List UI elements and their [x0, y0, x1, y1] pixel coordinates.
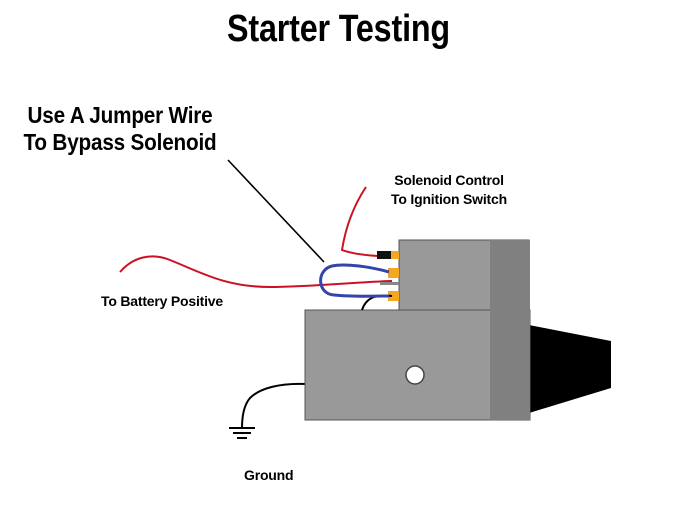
- solenoid-body-shadow: [490, 240, 530, 315]
- jumper-pointer-line: [227, 159, 325, 263]
- solenoid-control-connector: [377, 251, 391, 259]
- solenoid-label-line-1: Solenoid Control: [394, 172, 504, 188]
- jumper-wire-label: Use A Jumper Wire To Bypass Solenoid: [12, 102, 228, 156]
- ground-label: Ground: [244, 467, 294, 483]
- diagram-title: Starter Testing: [226, 8, 450, 50]
- solenoid-label-line-2: To Ignition Switch: [391, 191, 507, 207]
- jumper-label-line-1: Use A Jumper Wire: [27, 102, 213, 128]
- solenoid-control-wire: [340, 186, 379, 257]
- jumper-label-line-2: To Bypass Solenoid: [23, 129, 217, 155]
- terminal-bracket: [380, 282, 399, 285]
- solenoid-control-terminal: [391, 251, 399, 259]
- starter-body-shadow: [490, 310, 530, 420]
- ground-wire: [241, 382, 307, 429]
- motor-terminal: [388, 291, 399, 301]
- battery-positive-wire: [119, 255, 393, 289]
- pinion-housing: [529, 325, 611, 413]
- mounting-hole: [405, 365, 425, 385]
- solenoid-control-label: Solenoid Control To Ignition Switch: [364, 171, 534, 209]
- battery-positive-label: To Battery Positive: [101, 293, 223, 309]
- jumper-wire: [319, 263, 390, 298]
- battery-terminal: [388, 268, 399, 278]
